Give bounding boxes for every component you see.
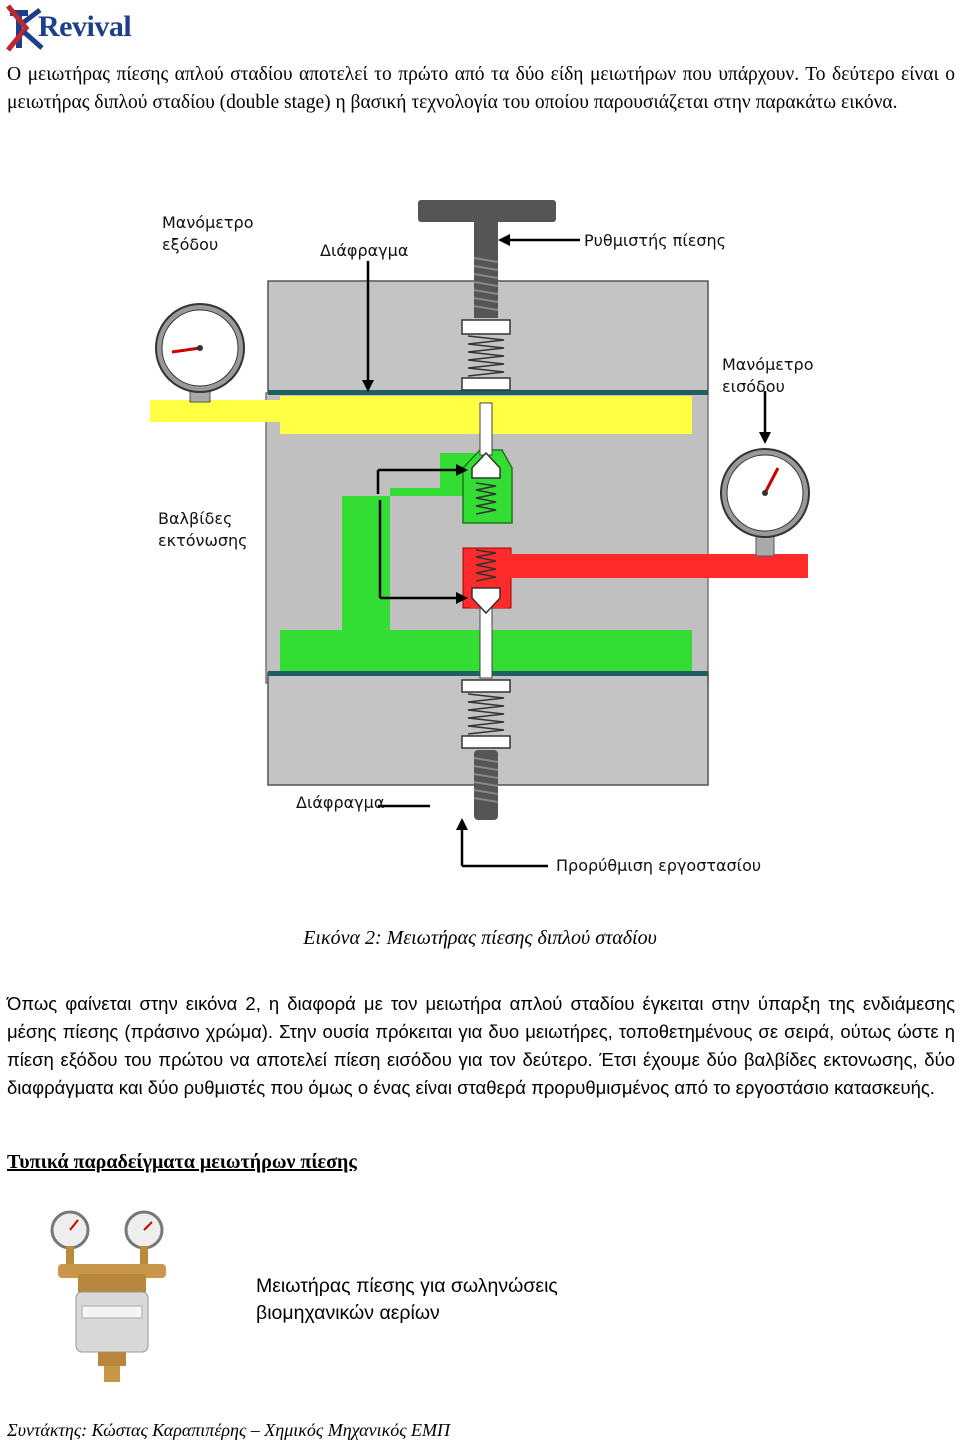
first-relief-valve (471, 451, 501, 479)
pressure-adjuster-handle (418, 200, 556, 222)
outlet-gauge-label-2: εξόδου (162, 235, 218, 254)
product-caption-line-1: Μειωτήρας πίεσης για σωληνώσεις (256, 1275, 558, 1297)
logo-text: Revival (38, 10, 132, 43)
inlet-gauge-label-1: Μανόμετρο (722, 355, 813, 374)
lower-valve-spring (475, 549, 497, 582)
relief-valves-label-1: Βαλβίδες (158, 509, 232, 528)
intro-paragraph: Ο μειωτήρας πίεσης απλού σταδίου αποτελε… (7, 64, 955, 113)
inlet-gauge-icon (720, 448, 810, 557)
relief-valves-label-2: εκτόνωσης (158, 531, 248, 550)
second-relief-valve (471, 587, 501, 615)
pressure-adjuster-label: Ρυθμιστής πίεσης (584, 231, 726, 250)
outlet-pipe (150, 400, 282, 422)
revival-logo: Revival (6, 4, 156, 52)
footer-author: Συντάκτης: Κώστας Καραπιπέρης – Χημικός … (7, 1420, 451, 1440)
double-stage-regulator-diagram: Μανόμετρο εξόδου Διάφραγμα Ρυθμιστής πίε… (150, 200, 813, 875)
bottom-diaphragm-label: Διάφραγμα (296, 793, 384, 812)
section-title: Τυπικά παραδείγματα μειωτήρων πίεσης (7, 1151, 357, 1173)
bottom-main-spring (467, 693, 505, 735)
top-main-spring (467, 335, 505, 377)
inlet-gauge-label-2: εισόδου (722, 377, 785, 396)
product-caption: Μειωτήρας πίεσης για σωληνώσεις βιομηχαν… (256, 1273, 656, 1327)
figure-caption: Εικόνα 2: Μειωτήρας πίεσης διπλού σταδίο… (303, 927, 657, 949)
top-valve-spring (475, 482, 497, 515)
top-diaphragm-label: Διάφραγμα (320, 241, 408, 260)
top-diaphragm (268, 390, 708, 395)
factory-preset-label: Προρύθμιση εργοστασίου (556, 856, 761, 875)
inlet-pipe (510, 554, 808, 578)
product-caption-line-2: βιομηχανικών αερίων (256, 1302, 440, 1324)
outlet-gauge-label-1: Μανόμετρο (162, 213, 253, 232)
pressure-regulator-product-image (50, 1210, 166, 1382)
logo-mark-icon (6, 4, 44, 52)
body-paragraph: Όπως φαίνεται στην εικόνα 2, η διαφορά μ… (7, 993, 955, 1098)
outlet-gauge-icon (155, 303, 245, 403)
